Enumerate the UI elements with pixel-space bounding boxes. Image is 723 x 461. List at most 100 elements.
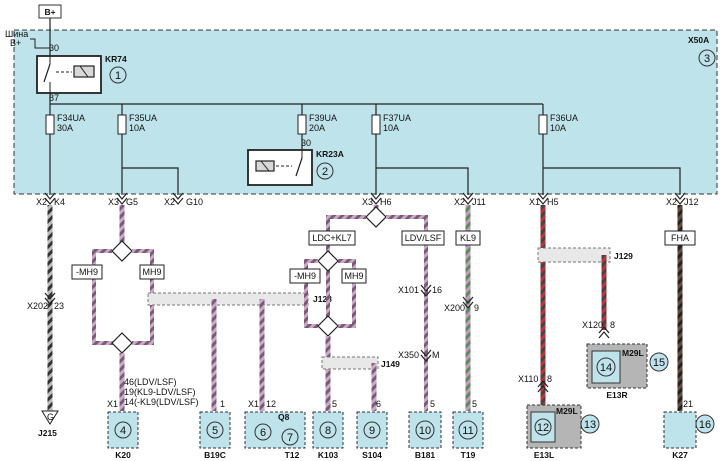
output-conn: X3 <box>362 197 373 207</box>
component-id: B181 <box>415 450 436 460</box>
x202-conn: X202 <box>27 301 48 311</box>
unit-label: X50A <box>688 35 709 45</box>
k20-pins-line3: 14(-KL9(LDV/LSF) <box>124 397 199 407</box>
x120-pin: 8 <box>610 320 615 330</box>
fuse-id: F36UA <box>550 113 578 123</box>
component-id: B19C <box>204 450 226 460</box>
component-s104: 6 9 S104 <box>356 399 388 460</box>
variant-label: LDC+KL7 <box>312 233 351 243</box>
splice-label: J129 <box>614 251 633 261</box>
bus-label-line2: B+ <box>10 38 21 48</box>
fuse-rating: 10A <box>383 123 399 133</box>
output-pin: H6 <box>380 197 392 207</box>
variant-box <box>139 264 165 280</box>
fuse-id: F37UA <box>383 113 411 123</box>
variant-box <box>664 230 696 246</box>
component-callout: 9 <box>369 425 375 437</box>
component-inner: M29L <box>622 348 644 358</box>
x101-conn: X101 <box>398 285 419 295</box>
component-callout2: 7 <box>287 432 293 444</box>
fuse-rating: 30A <box>57 123 73 133</box>
variant-label: MH9 <box>344 271 363 281</box>
kr23a-label: KR23A <box>316 149 344 159</box>
component-id: K20 <box>115 450 131 460</box>
component-conn: X1 <box>248 399 259 409</box>
variant-label: MH9 <box>142 267 161 277</box>
component-pin: 12 <box>266 399 276 409</box>
fuse-rating: 20A <box>309 123 325 133</box>
fuse-id: F39UA <box>309 113 337 123</box>
splice-diamond <box>111 240 133 262</box>
component-id: K27 <box>672 450 688 460</box>
unit-callout-circle <box>698 49 716 67</box>
k20-pins-line1: 46(LDV/LSF) <box>124 377 177 387</box>
component-extra: Q8 <box>278 412 290 422</box>
fuse-relay-box <box>13 29 718 195</box>
x350-conn: X350 <box>398 350 419 360</box>
splice-diamond <box>111 332 133 354</box>
output-pin: J12 <box>684 197 699 207</box>
component-callout: 14 <box>600 362 612 374</box>
component-callout: 11 <box>462 425 473 437</box>
component-pin: 6 <box>376 399 381 409</box>
output-pin: G5 <box>126 197 138 207</box>
output-pin: J11 <box>472 197 486 207</box>
variant-box <box>341 268 367 284</box>
variant-box <box>455 230 481 246</box>
variant-box <box>289 268 321 284</box>
variant-box <box>308 230 356 246</box>
splice-j129 <box>537 247 611 263</box>
component-id: K103 <box>318 450 339 460</box>
component-id: T19 <box>461 450 476 460</box>
x120-conn: X120 <box>582 320 603 330</box>
component-id: S104 <box>362 450 382 460</box>
splice-label: J128 <box>313 294 332 304</box>
component-conn: X1 <box>107 399 118 409</box>
component-pin: 1 <box>220 399 225 409</box>
variant-label: LDV/LSF <box>405 233 442 243</box>
output-conn: X3 <box>108 197 119 207</box>
component-callout: 12 <box>537 422 549 434</box>
component-callout: 6 <box>260 427 266 439</box>
output-conn: X2 <box>454 197 465 207</box>
output-conn: X1 <box>529 197 540 207</box>
component-t19: 5 11 T19 <box>452 399 484 460</box>
kr74-pin-out: 87 <box>49 93 59 103</box>
x202-pin: 23 <box>54 301 64 311</box>
component-b19c: 1 5 B19C <box>199 399 231 460</box>
component-inner: M29L <box>556 406 578 416</box>
x350-pin: M <box>432 350 440 360</box>
fuse-f36ua: F36UA 10A <box>538 104 681 195</box>
splice-diamond <box>365 206 387 228</box>
ground-symbol <box>41 410 59 425</box>
kr23a-pin-in: 30 <box>301 138 311 148</box>
component-callout: 8 <box>325 425 331 437</box>
output-pin: H5 <box>547 197 559 207</box>
component-callout: 16 <box>699 419 711 431</box>
k20-pins-line2: 19(KL9-LDV/LSF) <box>124 387 196 397</box>
fuse-id: F34UA <box>57 113 85 123</box>
x110-pin: 8 <box>547 374 552 384</box>
component-callout: 10 <box>419 425 431 437</box>
output-conn: X2 <box>164 197 175 207</box>
component-callout2: 13 <box>584 419 596 431</box>
kr23a-callout: 2 <box>322 166 328 178</box>
variant-label: -MH9 <box>294 271 316 281</box>
splice-label: J149 <box>381 359 400 369</box>
fuse-f35ua: F35UA 10A <box>117 104 179 195</box>
splice-j128 <box>147 292 309 306</box>
variant-label: -MH9 <box>76 267 98 277</box>
supply-label: B+ <box>44 7 55 17</box>
unit-callout: 3 <box>704 53 710 65</box>
variant-box <box>401 230 445 246</box>
component-k20: X1 4 K20 <box>107 399 139 460</box>
kr74-label: KR74 <box>105 54 127 64</box>
output-pin: K4 <box>54 197 65 207</box>
x200-conn: X200 <box>444 303 465 313</box>
component-e13r: M29L 14 15 E13R <box>586 343 669 400</box>
fuse-f37ua: F37UA 10A <box>371 104 469 195</box>
bus-label-line1: Шина <box>5 29 28 39</box>
fuse-id: F35UA <box>129 113 157 123</box>
